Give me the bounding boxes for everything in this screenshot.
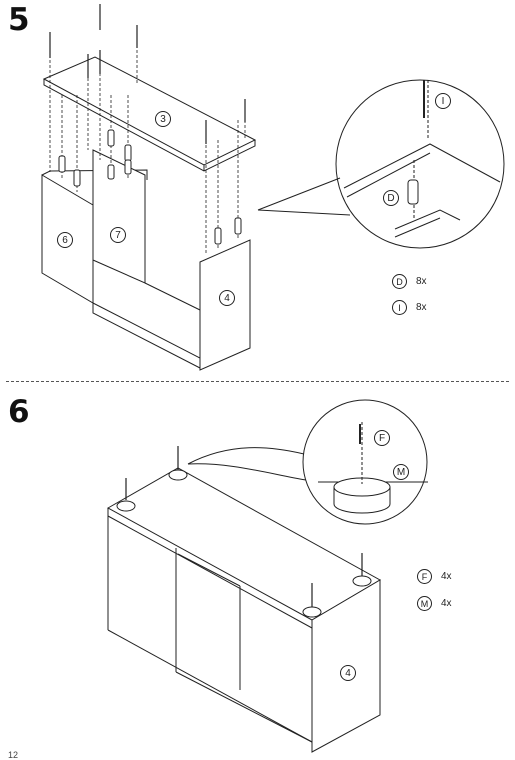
cabinet-front-bottom: [107, 629, 313, 743]
part-label-4: 4: [219, 290, 235, 306]
detail-label-F: F: [374, 430, 390, 446]
legend-row-F: F 4x: [417, 569, 452, 584]
part-label-6: 6: [57, 232, 73, 248]
page-number: 12: [8, 750, 19, 760]
step5-exploded-assembly-drawing: [41, 4, 505, 371]
detail-label-D: D: [383, 190, 399, 206]
step-number-5: 5: [8, 2, 30, 38]
step5-detail-circle: [335, 79, 505, 249]
legend-badge: I: [392, 300, 407, 315]
step-divider: [6, 381, 509, 382]
bottom-panel: [92, 302, 201, 369]
top-panel-3: [42, 56, 257, 166]
step6-detail-circle: [302, 399, 428, 525]
legend-badge: F: [417, 569, 432, 584]
step-number-6: 6: [8, 394, 30, 430]
legend-qty: 4x: [441, 598, 452, 609]
detail-label-I: I: [435, 93, 451, 109]
part-label-7: 7: [110, 227, 126, 243]
legend-row-I: I 8x: [392, 300, 427, 315]
legend-badge: M: [417, 596, 432, 611]
legend-badge: D: [392, 274, 407, 289]
part-label-3: 3: [155, 111, 171, 127]
legend-qty: 8x: [416, 302, 427, 313]
legend-row-D: D 8x: [392, 274, 427, 289]
legend-row-M: M 4x: [417, 596, 452, 611]
part-label-4: 4: [340, 665, 356, 681]
detail-label-M: M: [393, 464, 409, 480]
legend-qty: 8x: [416, 276, 427, 287]
legend-qty: 4x: [441, 571, 452, 582]
